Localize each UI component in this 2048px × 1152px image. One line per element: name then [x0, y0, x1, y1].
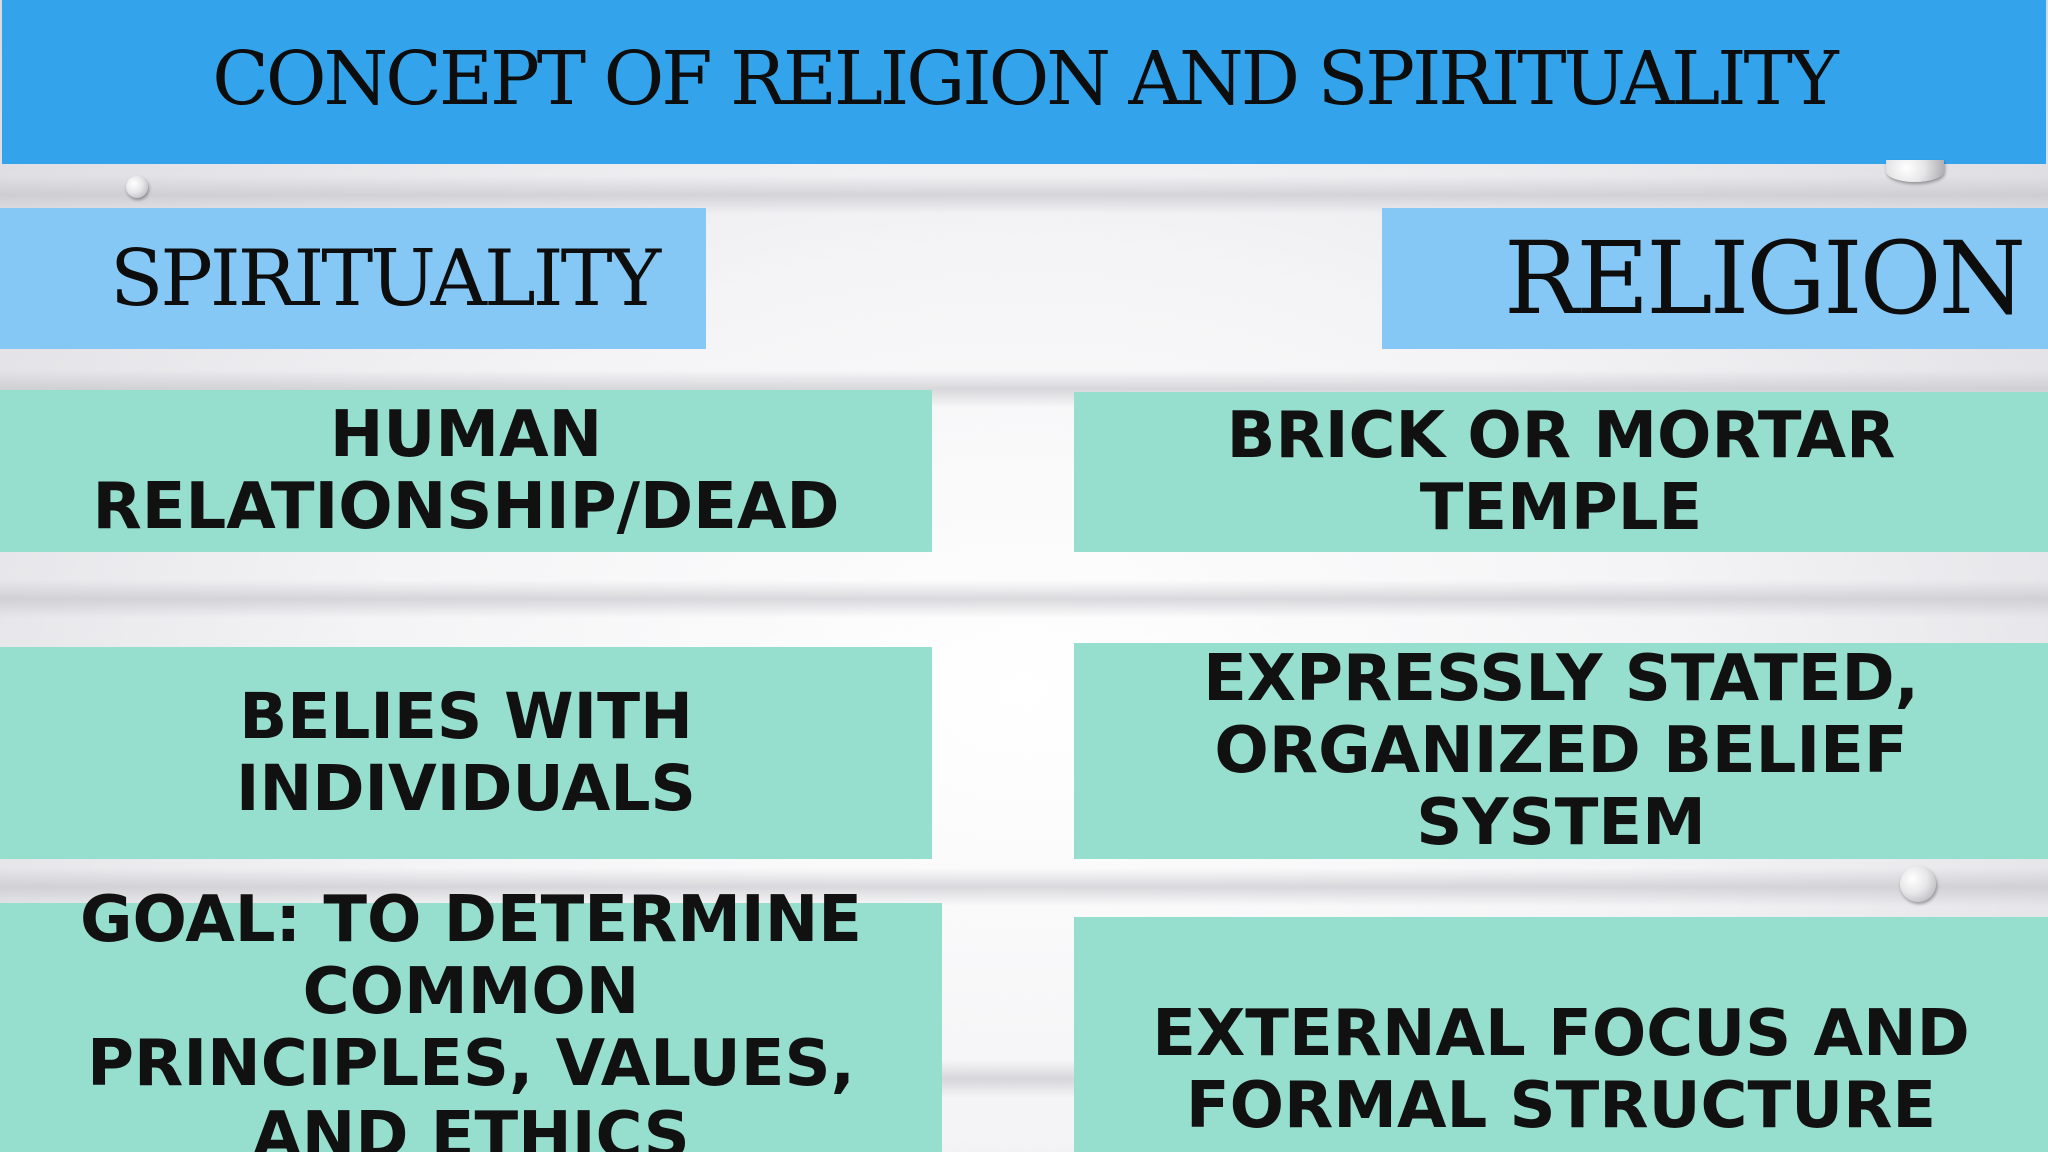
religion-item-3: EXTERNAL FOCUS AND FORMAL STRUCTURE — [1074, 917, 2048, 1152]
spirituality-item-3: GOAL: TO DETERMINE COMMON PRINCIPLES, VA… — [0, 884, 942, 1152]
spirituality-item-2: BELIES WITH INDIVIDUALS — [0, 647, 932, 859]
religion-item-1: BRICK OR MORTAR TEMPLE — [1074, 392, 2048, 552]
spirituality-heading: SPIRITUALITY — [110, 233, 661, 324]
religion-heading-box: RELIGION — [1382, 208, 2048, 349]
spirituality-item-text: BELIES WITH INDIVIDUALS — [236, 680, 696, 825]
religion-heading: RELIGION — [1504, 220, 2026, 337]
title-bar: CONCEPT OF RELIGION AND SPIRITUALITY — [2, 0, 2046, 164]
spirituality-heading-box: SPIRITUALITY — [0, 208, 706, 349]
religion-item-text: BRICK OR MORTAR TEMPLE — [1226, 399, 1896, 545]
religion-item-2: EXPRESSLY STATED, ORGANIZED BELIEF SYSTE… — [1074, 643, 2048, 859]
spirituality-item-text: HUMAN RELATIONSHIP/DEAD — [92, 398, 840, 544]
background-stripe — [0, 868, 2048, 906]
background-stripe — [0, 580, 2048, 618]
background-stripe — [0, 176, 2048, 214]
religion-item-text: EXTERNAL FOCUS AND FORMAL STRUCTURE — [1152, 996, 1970, 1143]
spirituality-item-text: GOAL: TO DETERMINE COMMON PRINCIPLES, VA… — [79, 882, 863, 1152]
pushpin-icon — [1886, 160, 1944, 182]
slide-title: CONCEPT OF RELIGION AND SPIRITUALITY — [212, 36, 1838, 122]
pushpin-icon — [1900, 866, 1936, 902]
spirituality-item-1: HUMAN RELATIONSHIP/DEAD — [0, 390, 932, 552]
religion-item-text: EXPRESSLY STATED, ORGANIZED BELIEF SYSTE… — [1203, 642, 1919, 860]
pushpin-icon — [126, 176, 148, 198]
